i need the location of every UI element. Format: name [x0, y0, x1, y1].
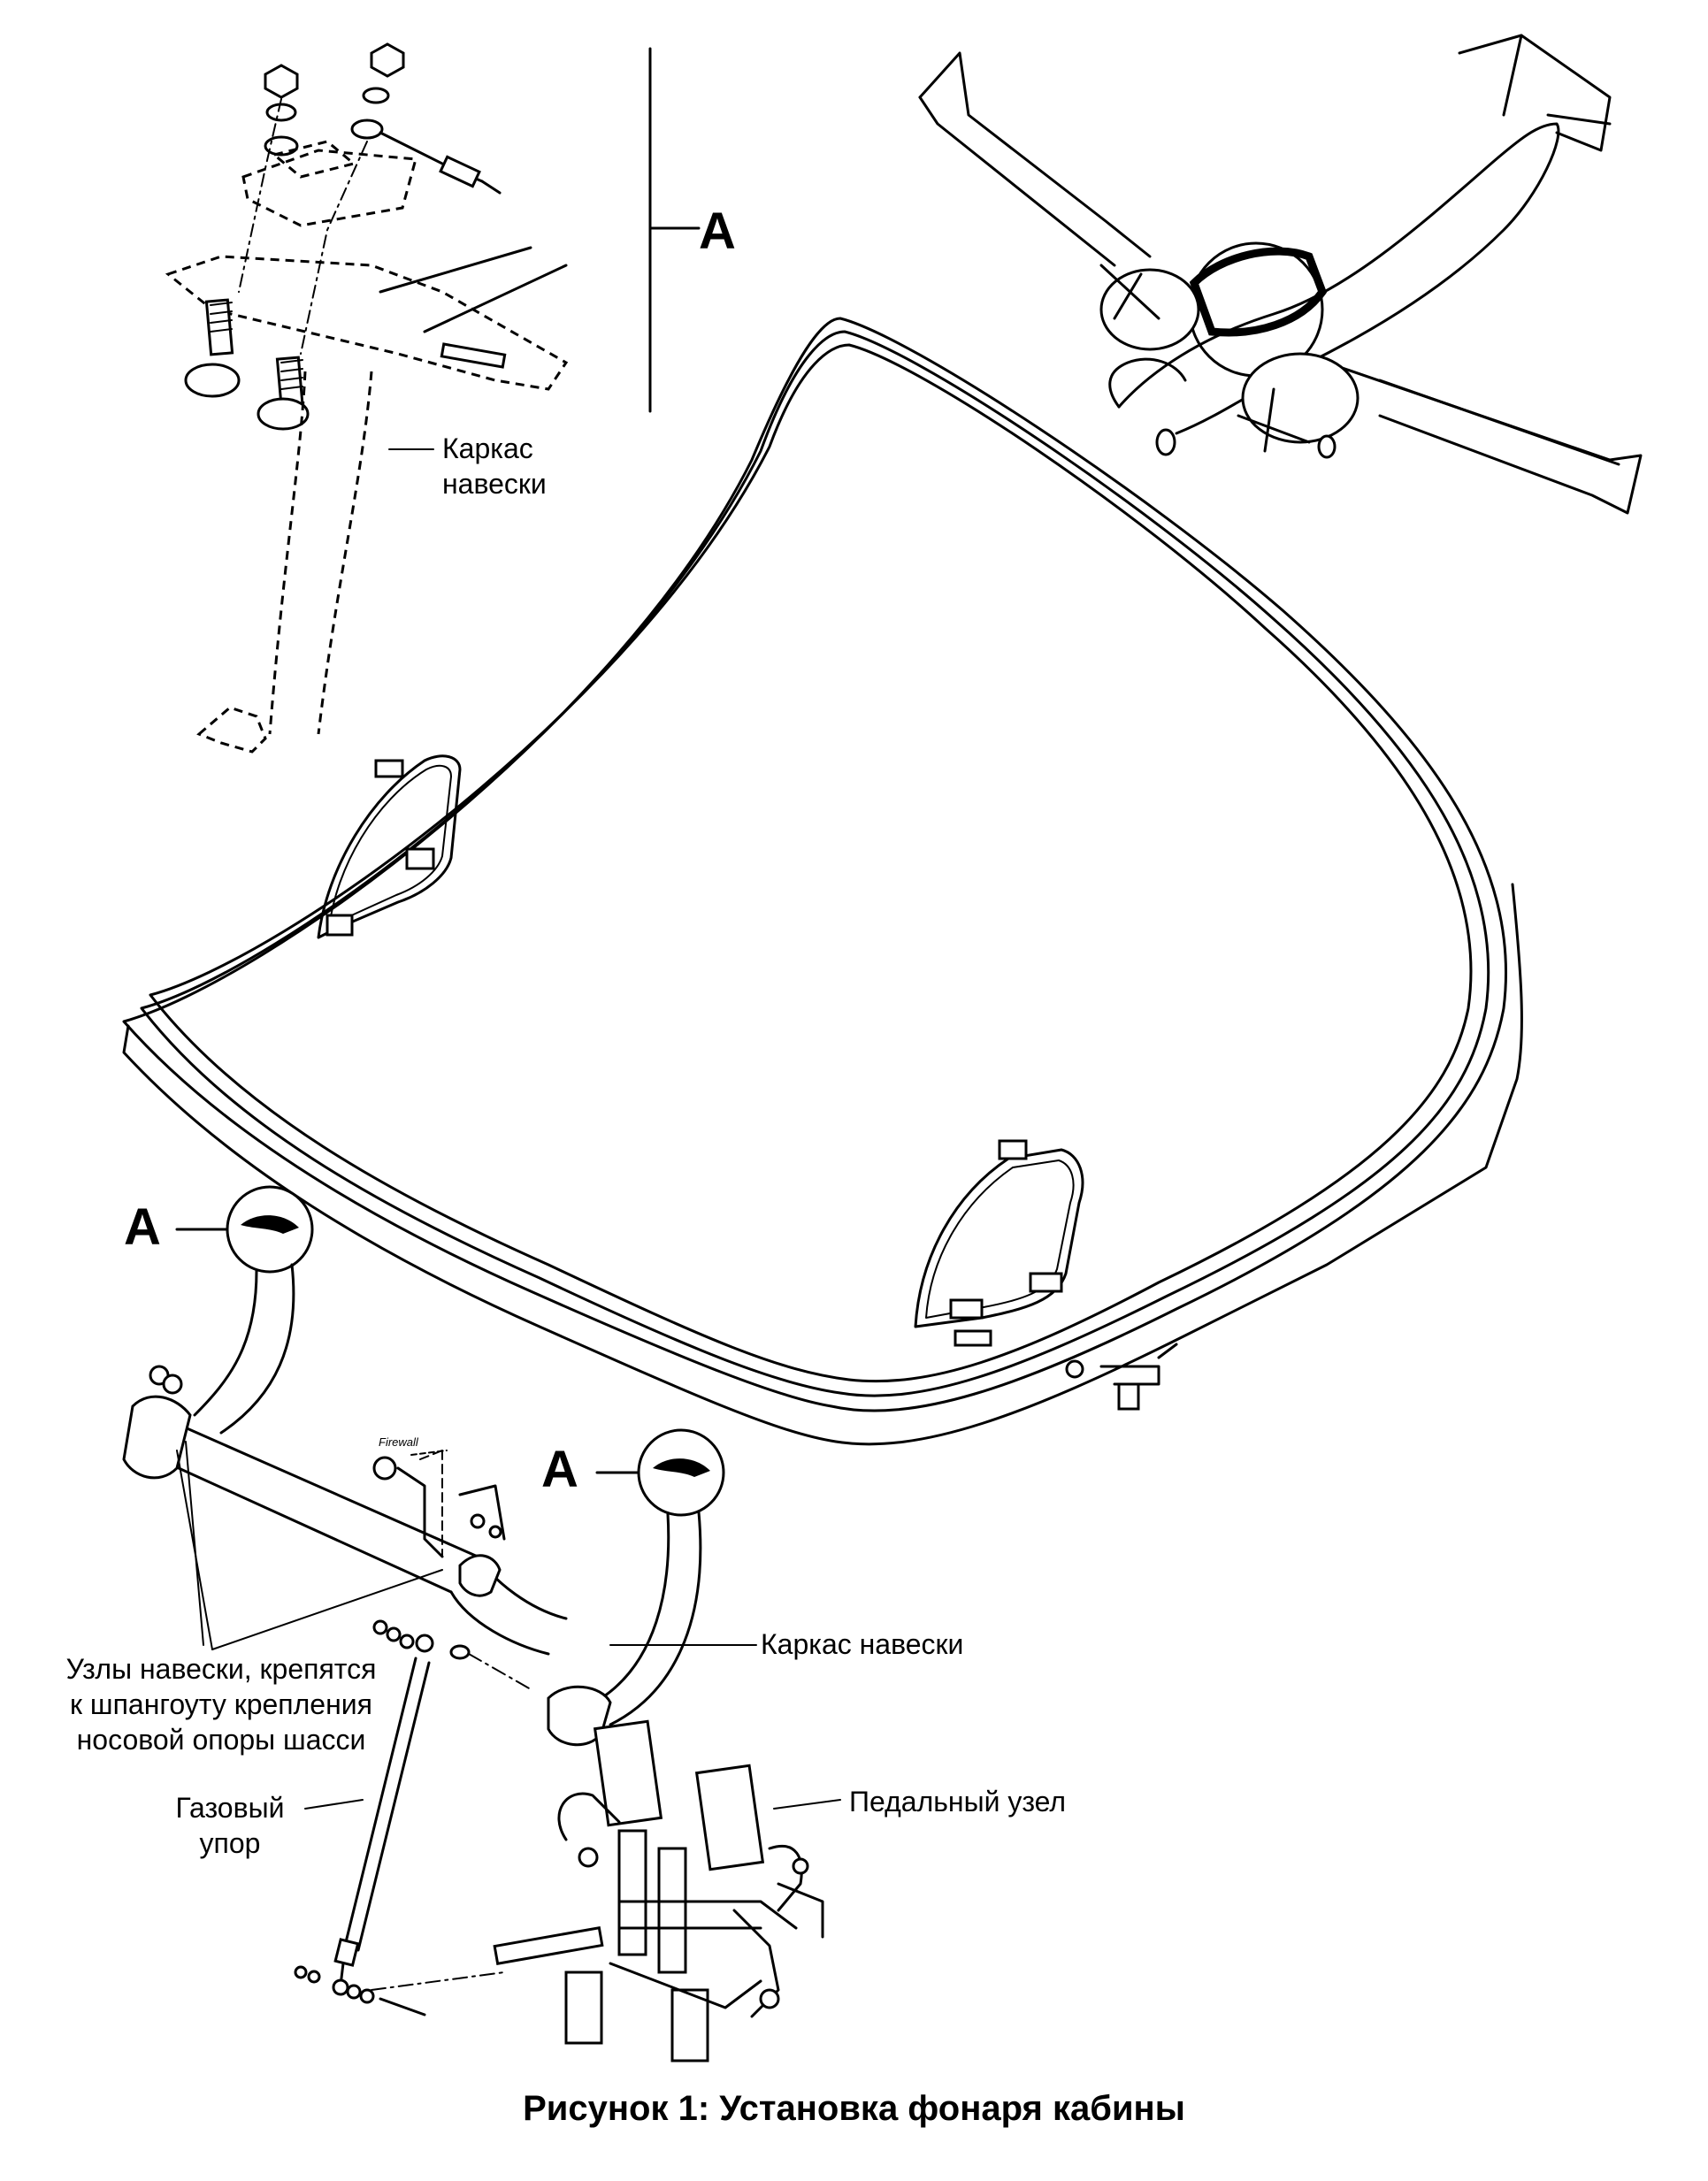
hinge-nodes-line1: Узлы навески, крепятся [65, 1653, 377, 1685]
hinge-nodes-line2: к шпангоуту крепления [70, 1688, 372, 1720]
frame-label-bottom: Каркас навески [761, 1628, 964, 1660]
pedal-unit-label: Педальный узел [849, 1786, 1067, 1818]
detail-a-label-top: A [699, 203, 736, 260]
detail-a-label-left: A [124, 1198, 161, 1256]
figure-caption: Рисунок 1: Установка фонаря кабины [523, 2089, 1185, 2128]
gas-strut [294, 1657, 505, 2016]
aircraft-overview [918, 34, 1643, 515]
detail-a-label-right: A [541, 1441, 578, 1498]
gas-strut-line2: упор [199, 1827, 261, 1859]
gas-strut-line1: Газовый [175, 1792, 285, 1824]
pedal-unit [493, 1719, 824, 2062]
canopy [122, 317, 1523, 1446]
leader-lines [176, 448, 841, 1810]
hinge-frame [122, 1185, 725, 1747]
detail-a-hinge-exploded [165, 42, 569, 754]
detail-a-bracket-line [648, 47, 701, 413]
hinge-nodes-line3: носовой опоры шасси [76, 1724, 366, 1756]
frame-label-top-line1: Каркас [442, 432, 533, 464]
frame-label-top-line2: навески [442, 468, 547, 500]
firewall-tag: Firewall [379, 1435, 418, 1449]
